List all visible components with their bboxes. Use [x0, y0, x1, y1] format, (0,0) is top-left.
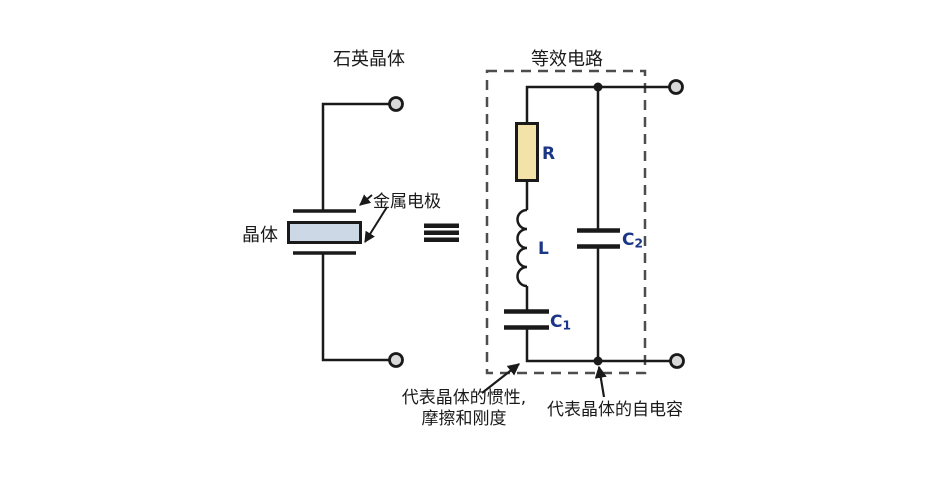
- inductor-label: L: [538, 239, 549, 259]
- equivalent-circuit-group: [481, 69, 685, 398]
- crystal-symbol-group: [287, 96, 404, 368]
- equivalent-circuit-dashed-box: [485, 69, 647, 375]
- equivalent-top-terminal: [668, 79, 684, 95]
- cap2-subscript: 2: [634, 236, 643, 251]
- electrode-arrow-top: [359, 194, 373, 206]
- resistor-label: R: [542, 144, 556, 164]
- top-rail-wire: [525, 85, 669, 123]
- note-parallel: 代表晶体的自电容: [547, 400, 683, 420]
- left-circuit-title: 石英晶体: [333, 49, 405, 70]
- electrode-arrow-bottom: [364, 206, 388, 243]
- cap2-label: C2: [622, 230, 643, 251]
- equivalent-bottom-terminal: [669, 353, 685, 369]
- crystal-top-terminal: [388, 96, 404, 112]
- crystal-bottom-lead-wire: [321, 253, 389, 362]
- note-parallel-arrow: [594, 365, 607, 398]
- note-series-line1: 代表晶体的惯性,: [401, 388, 527, 408]
- inductor-coil: [516, 208, 528, 288]
- cap1-letter: C: [550, 312, 563, 332]
- metal-electrode-label: 金属电极: [373, 192, 441, 212]
- cap2-letter: C: [622, 230, 635, 250]
- note-series: 代表晶体的惯性, 摩擦和刚度: [399, 388, 529, 431]
- note-series-line2: 摩擦和刚度: [421, 409, 507, 430]
- equivalence-bar-2: [424, 230, 459, 235]
- resistor-body: [515, 122, 539, 182]
- bottom-junction-dot: [593, 356, 603, 366]
- cap1-subscript: 1: [562, 318, 571, 333]
- note-series-arrow: [481, 363, 520, 394]
- crystal-label: 晶体: [242, 225, 278, 246]
- equivalence-bar-1: [424, 223, 459, 228]
- right-circuit-title: 等效电路: [531, 49, 603, 70]
- crystal-top-lead-wire: [321, 102, 389, 211]
- top-junction-dot: [593, 82, 603, 92]
- cap1-label: C1: [550, 312, 571, 333]
- equivalence-icon: [424, 223, 459, 242]
- bottom-rail-wire: [525, 327, 670, 363]
- crystal-bottom-terminal: [388, 352, 404, 368]
- crystal-body: [287, 221, 362, 244]
- equivalence-bar-3: [424, 237, 459, 242]
